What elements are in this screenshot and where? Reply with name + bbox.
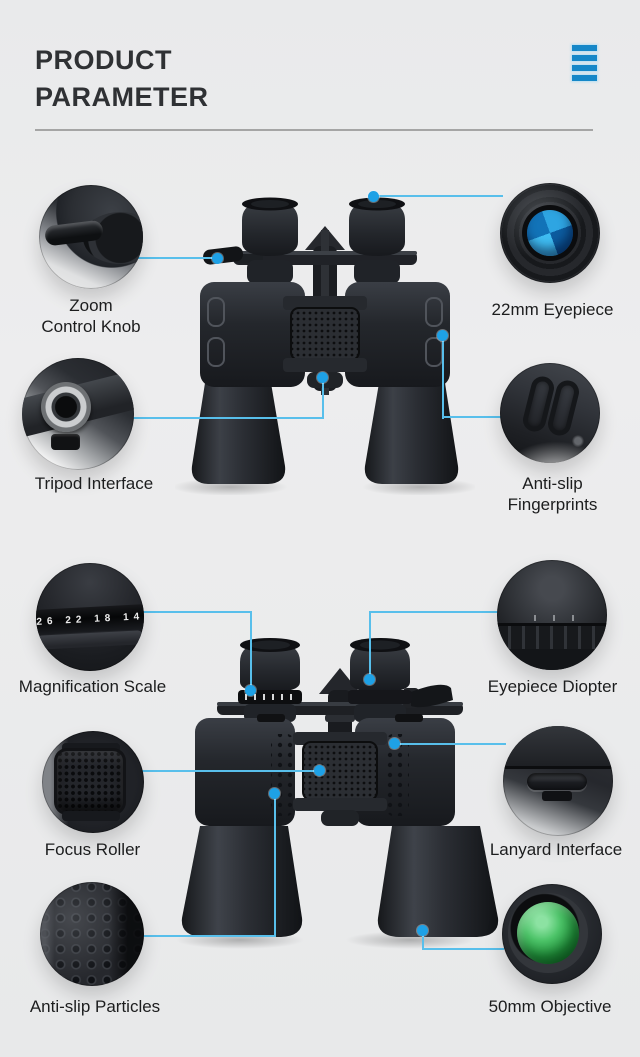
eyepiece-lens-icon — [523, 206, 577, 260]
callout-dot — [245, 685, 256, 696]
connector-line — [138, 257, 218, 259]
objective-lens-detail-photo — [502, 884, 602, 984]
callout-dot — [437, 330, 448, 341]
connector-line — [274, 793, 276, 937]
magnification-scale-detail-photo: 30 26 22 18 14 10 — [36, 563, 144, 671]
magnification-scale-numbers: 30 26 22 18 14 10 — [36, 610, 144, 630]
zoom-control-knob-detail-photo — [39, 185, 143, 289]
connector-line — [142, 611, 252, 613]
eyepiece-detail-photo — [500, 183, 600, 283]
tripod-socket-icon — [41, 381, 92, 432]
connector-line — [422, 948, 504, 950]
focus-roller-icon — [57, 751, 123, 812]
callout-label-focus-roller: Focus Roller — [44, 840, 141, 859]
callout-label-lanyard-interface: Lanyard Interface — [489, 840, 623, 859]
anti-slip-fingerprints-detail-photo — [500, 363, 600, 463]
connector-line — [442, 335, 444, 419]
connector-line — [132, 417, 324, 419]
eyepiece-diopter-detail-photo — [497, 560, 607, 670]
callout-dot — [364, 674, 375, 685]
callout-dot — [269, 788, 280, 799]
callout-dot — [368, 191, 379, 202]
callout-label-22mm-eyepiece: 22mm Eyepiece — [491, 300, 614, 319]
connector-line — [422, 930, 424, 950]
header-divider — [35, 129, 593, 131]
lanyard-slot-icon — [527, 773, 587, 790]
binoculars-front-view-photo — [176, 638, 499, 949]
menu-bars-icon — [572, 45, 597, 85]
connector-line — [322, 377, 324, 419]
callout-dot — [417, 925, 428, 936]
callout-label-anti-slip-particles: Anti-slip Particles — [29, 997, 161, 1016]
callout-label-50mm-objective: 50mm Objective — [488, 997, 612, 1016]
connector-line — [369, 611, 371, 681]
callout-dot — [212, 253, 223, 264]
page-title: PRODUCT PARAMETER — [35, 45, 209, 112]
tripod-interface-detail-photo — [22, 358, 134, 470]
connector-line — [140, 935, 276, 937]
focus-roller-detail-photo — [42, 731, 144, 833]
lanyard-interface-detail-photo — [503, 726, 613, 836]
callout-label-tripod-interface: Tripod Interface — [34, 474, 154, 493]
connector-line — [377, 195, 503, 197]
callout-dot — [389, 738, 400, 749]
connector-line — [369, 611, 499, 613]
anti-slip-particles-detail-photo — [40, 882, 144, 986]
callout-dot — [314, 765, 325, 776]
binoculars-top-view-photo — [175, 197, 475, 495]
callout-label-magnification-scale: Magnification Scale — [18, 677, 167, 696]
objective-lens-icon — [517, 902, 579, 964]
connector-line — [394, 743, 506, 745]
connector-line — [442, 416, 504, 418]
callout-label-eyepiece-diopter: Eyepiece Diopter — [487, 677, 618, 696]
connector-line — [141, 770, 321, 772]
connector-line — [250, 611, 252, 691]
callout-dot — [317, 372, 328, 383]
